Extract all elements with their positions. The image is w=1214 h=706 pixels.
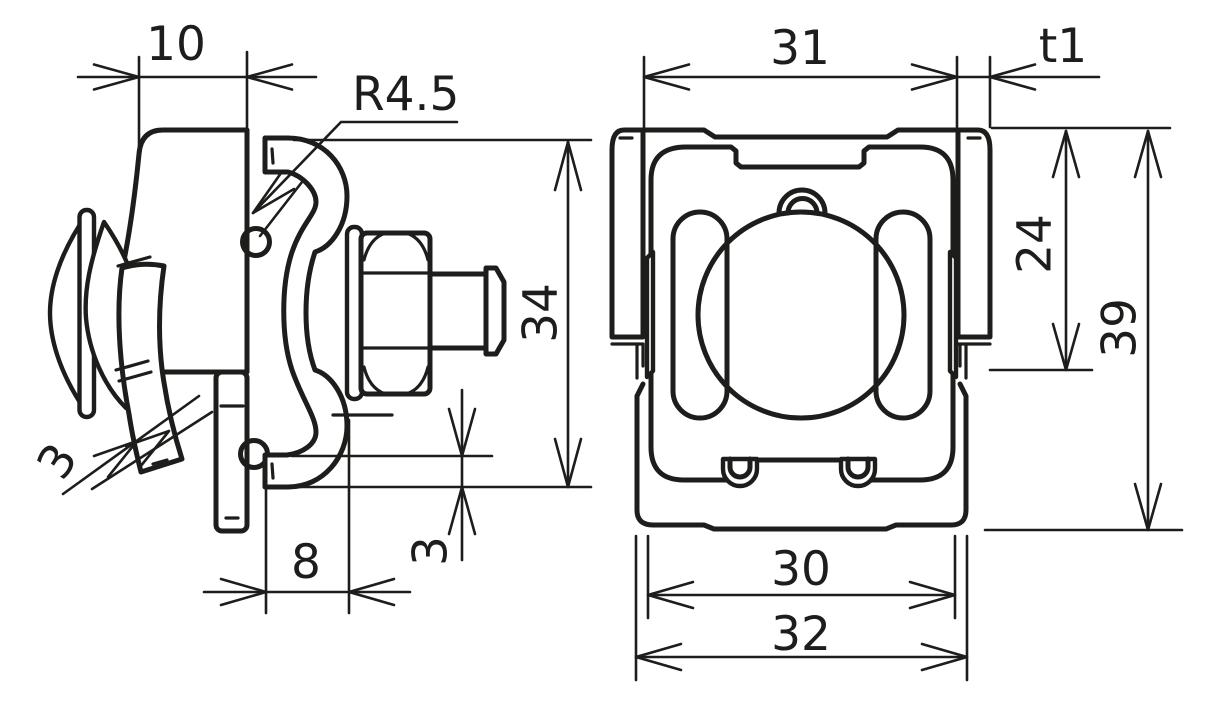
bolt-shaft [427, 271, 489, 351]
dimension-32: 32 [634, 534, 969, 682]
dimension-t1: t1 [955, 19, 1101, 129]
arrowheads [642, 63, 959, 91]
flap-tip-mark [151, 458, 169, 466]
hook-right-inner [845, 456, 871, 480]
dimension-30: 30 [646, 534, 957, 620]
dimension-39-label: 39 [1092, 298, 1147, 358]
arrowheads [92, 429, 171, 479]
base-plate [634, 381, 969, 532]
dimension-8-label: 8 [291, 535, 321, 590]
front-view: 31 t1 24 39 30 32 [609, 19, 1184, 682]
dimension-30-label: 30 [771, 542, 831, 597]
hex-nut [358, 230, 433, 397]
dimension-10-label: 10 [146, 17, 206, 72]
arrowheads [634, 642, 969, 672]
dimension-31-label: 31 [770, 21, 830, 76]
hex-nut-facets [361, 271, 431, 350]
dimension-10: 10 [76, 17, 318, 153]
side-view: 10 R4.5 34 3 8 3 [27, 17, 593, 615]
arrowheads [1133, 129, 1163, 532]
side-strip-left [644, 249, 656, 380]
arrowheads [251, 171, 304, 238]
dimension-r45-label: R4.5 [352, 67, 459, 122]
dimension-3-tab: 3 [290, 388, 494, 566]
dimension-24: 24 [988, 126, 1172, 372]
lower-bar [213, 369, 250, 534]
dimension-34-label: 34 [513, 283, 568, 343]
arrowheads [646, 580, 957, 610]
lower-bar-marks [219, 404, 245, 520]
bolt-head-circle [695, 209, 907, 421]
bolt-tip [483, 265, 507, 357]
s-clamp-profile [262, 135, 350, 490]
dimension-8: 8 [202, 418, 412, 615]
dimension-r45: R4.5 [251, 67, 459, 238]
arrowheads [447, 407, 477, 536]
dimension-31: 31 [642, 21, 959, 162]
side-strip-right [947, 249, 959, 380]
dimension-3-tab-label: 3 [403, 536, 458, 566]
arrowheads [92, 63, 294, 91]
dimension-3-strip: 3 [27, 394, 214, 496]
hook-left-inner [727, 456, 753, 480]
slot-left [670, 209, 730, 421]
dimension-24-label: 24 [1007, 214, 1062, 274]
dimension-t1-label: t1 [1039, 19, 1087, 74]
arrowheads [988, 63, 1037, 91]
hex-nut-chamfers [362, 232, 430, 395]
arrowheads [553, 140, 583, 489]
slot-right [873, 209, 933, 421]
dimension-32-label: 32 [771, 607, 831, 662]
arrowheads [1051, 129, 1081, 372]
tab-feet [610, 342, 992, 380]
rivet-top [240, 226, 272, 258]
s-clamp-end-marks [270, 147, 275, 480]
dimension-34: 34 [292, 138, 593, 489]
dome-detail [776, 187, 828, 216]
dimension-39: 39 [983, 129, 1184, 532]
flap-cross-marks [114, 255, 153, 383]
upper-sheet-outline [609, 127, 993, 340]
arrowheads [219, 577, 396, 607]
